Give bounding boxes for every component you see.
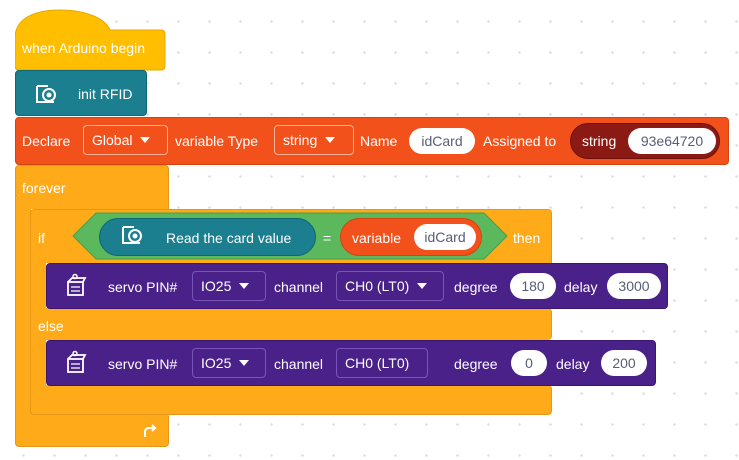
channel-value: CH0 (LT0) — [345, 278, 410, 294]
string-value-field[interactable]: 93e64720 — [628, 128, 716, 154]
channel-label: channel — [274, 279, 324, 295]
chevron-down-icon — [417, 283, 428, 289]
chevron-down-icon — [239, 283, 250, 289]
if-footer — [30, 385, 552, 415]
hat-label: when Arduino begin — [22, 40, 145, 56]
init-rfid-block[interactable] — [15, 70, 147, 116]
variable-name-field[interactable]: idCard — [409, 128, 475, 154]
else-bar — [30, 308, 552, 340]
forever-footer — [15, 413, 169, 447]
degree-field[interactable]: 180 — [510, 273, 556, 299]
name-label: Name — [360, 133, 398, 149]
variable-label: variable — [352, 230, 402, 246]
variable-value-field[interactable]: idCard — [414, 224, 476, 250]
degree-label: degree — [454, 356, 498, 372]
forever-header[interactable] — [15, 165, 169, 209]
channel-dropdown[interactable]: CH0 (LT0) — [336, 271, 444, 301]
init-rfid-label: init RFID — [78, 86, 133, 102]
channel-label: channel — [274, 356, 324, 372]
degree-field[interactable]: 0 — [511, 350, 547, 376]
pin-dropdown[interactable]: IO25 — [192, 271, 266, 301]
rfid-icon — [36, 85, 56, 103]
pin-value: IO25 — [201, 355, 232, 371]
then-label: then — [513, 230, 541, 246]
degree-label: degree — [454, 279, 498, 295]
type-label: variable Type — [175, 133, 259, 149]
type-value: string — [283, 132, 318, 148]
channel-dropdown[interactable]: CH0 (LT0) — [336, 348, 428, 378]
scope-dropdown[interactable]: Global — [83, 125, 168, 155]
equals-label: = — [323, 230, 332, 246]
delay-label: delay — [564, 279, 598, 295]
else-label: else — [38, 318, 64, 334]
forever-label: forever — [22, 180, 66, 196]
string-label: string — [582, 133, 617, 149]
pin-dropdown[interactable]: IO25 — [192, 348, 266, 378]
type-dropdown[interactable]: string — [274, 125, 354, 155]
declare-label: Declare — [22, 133, 71, 149]
chevron-down-icon — [325, 137, 336, 143]
pin-value: IO25 — [201, 278, 232, 294]
rfid-icon — [122, 226, 142, 244]
servo-label: servo PIN# — [108, 279, 178, 295]
servo-label: servo PIN# — [108, 356, 178, 372]
if-label: if — [38, 230, 45, 246]
servo-icon — [67, 273, 87, 296]
chevron-down-icon — [239, 360, 250, 366]
delay-field[interactable]: 200 — [601, 350, 647, 376]
delay-label: delay — [556, 356, 590, 372]
hat-block[interactable] — [15, 8, 167, 72]
if-then-arm — [30, 260, 46, 316]
loop-arrow-icon — [144, 424, 157, 437]
delay-field[interactable]: 3000 — [607, 273, 661, 299]
channel-value: CH0 (LT0) — [345, 355, 410, 371]
read-card-label: Read the card value — [166, 230, 292, 246]
if-else-arm — [30, 338, 46, 388]
scope-value: Global — [92, 132, 133, 148]
chevron-down-icon — [140, 137, 151, 143]
servo-icon — [67, 350, 87, 373]
assigned-label: Assigned to — [483, 133, 557, 149]
forever-left-arm — [15, 205, 31, 425]
